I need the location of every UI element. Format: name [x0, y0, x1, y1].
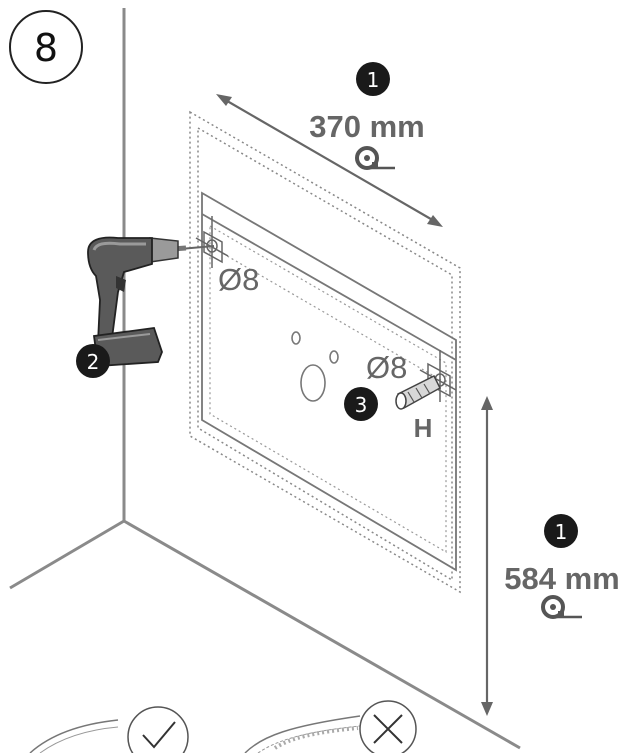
badge-measure-top: 1 [356, 62, 390, 96]
badge-number: 1 [555, 520, 568, 544]
checkmark-icon [142, 721, 176, 749]
bracket-inner-dots [209, 224, 447, 554]
step-indicator: 8 [9, 10, 83, 84]
tape-measure-icon [355, 146, 395, 170]
power-drill-icon [87, 236, 215, 367]
drill-hole-right [419, 350, 457, 402]
badge-number: 1 [367, 68, 380, 92]
badge-measure-right: 1 [544, 514, 578, 548]
anchor-label: H [414, 413, 433, 443]
bracket-holes [291, 331, 339, 402]
badge-number: 3 [355, 393, 368, 417]
horizontal-measurement: 370 mm [309, 109, 424, 144]
vertical-measurement: 584 mm [504, 561, 619, 596]
wall-bracket [201, 191, 457, 572]
badge-drill: 2 [76, 344, 110, 378]
badge-number: 2 [87, 350, 100, 374]
cross-icon [373, 714, 403, 744]
anchor-diameter: Ø8 [366, 350, 407, 385]
correct-example [29, 706, 189, 753]
drill-diameter-left: Ø8 [218, 262, 259, 297]
drill-hole-left [195, 216, 229, 268]
vertical-dimension-arrow [481, 396, 493, 716]
tape-measure-icon [541, 595, 582, 619]
room-corner [9, 8, 521, 750]
tv-outline [189, 110, 461, 594]
badge-anchor: 3 [344, 387, 378, 421]
wall-plug-icon [395, 374, 441, 410]
step-number: 8 [34, 26, 58, 70]
horizontal-dimension-arrow [216, 94, 443, 227]
incorrect-example [244, 700, 417, 753]
